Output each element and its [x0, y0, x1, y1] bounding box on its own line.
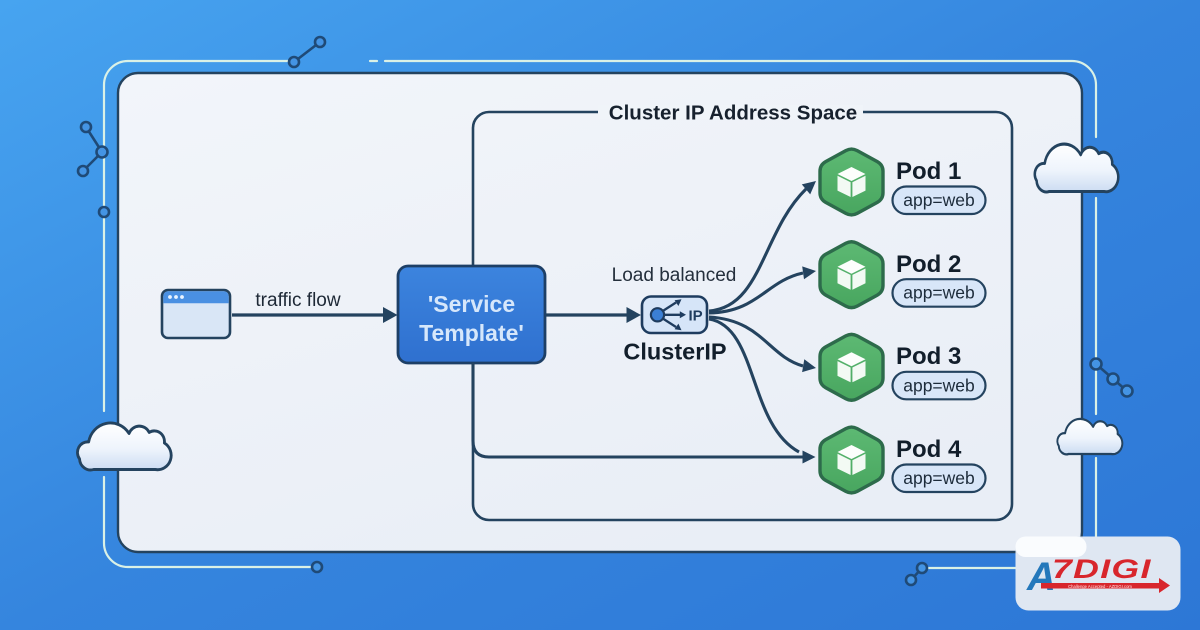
svg-text:app=web: app=web — [903, 375, 975, 395]
svg-text:Pod 1: Pod 1 — [896, 158, 961, 185]
svg-text:Cluster IP Address Space: Cluster IP Address Space — [609, 102, 857, 125]
svg-text:ClusterIP: ClusterIP — [623, 339, 726, 365]
svg-text:Challenge Accepted - AZDIGI.: Challenge Accepted - AZDIGI.com — [1068, 584, 1132, 589]
svg-text:A: A — [1026, 555, 1056, 599]
svg-text:Template': Template' — [419, 320, 524, 346]
svg-text:IP: IP — [689, 308, 703, 325]
svg-text:'Service: 'Service — [428, 291, 515, 317]
svg-text:traffic flow: traffic flow — [255, 290, 340, 311]
svg-text:7DIGI: 7DIGI — [1052, 553, 1152, 584]
svg-text:Load balanced: Load balanced — [612, 265, 737, 286]
svg-text:Pod 4: Pod 4 — [896, 436, 962, 463]
svg-text:Pod 3: Pod 3 — [896, 343, 961, 370]
svg-text:app=web: app=web — [903, 468, 975, 488]
svg-text:app=web: app=web — [903, 283, 975, 303]
svg-text:app=web: app=web — [903, 190, 975, 210]
svg-text:Pod 2: Pod 2 — [896, 251, 961, 278]
